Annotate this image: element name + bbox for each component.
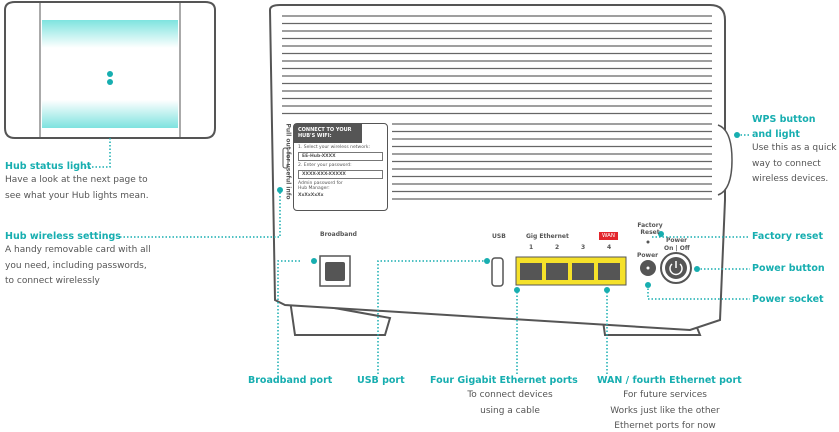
power-button-title: Power button: [752, 263, 825, 274]
port-number: 2: [555, 244, 560, 251]
status-light-title: Hub status light: [5, 161, 92, 172]
usb-label: USB: [492, 233, 506, 240]
broadband-port-title: Broadband port: [248, 375, 333, 386]
power-socket-title: Power socket: [752, 294, 824, 305]
factory-reset-label: Factory Reset: [637, 222, 663, 236]
callout-dots: [277, 132, 740, 293]
wifi-settings-card[interactable]: CONNECT TO YOUR HUB'S WIFI: 1. Select yo…: [293, 123, 388, 211]
pull-out-label: Pull out for useful info: [284, 123, 292, 200]
card-step2: 2. Enter your password:: [298, 163, 352, 168]
card-admin-value: XxXxXxXx: [298, 193, 324, 198]
card-network: EE-Hub-XXXX: [298, 152, 383, 161]
factory-reset-title: Factory reset: [752, 231, 823, 242]
wan-badge: WAN: [599, 232, 619, 240]
hub-front-view: [4, 1, 216, 139]
card-step1: 1. Select your wireless network:: [298, 145, 370, 150]
power-switch-label: Power: [666, 237, 688, 244]
wireless-title: Hub wireless settings: [5, 231, 121, 242]
callout-leaders: [85, 134, 750, 375]
usb-port-title: USB port: [357, 375, 405, 386]
port-number: 1: [529, 244, 534, 251]
port-number: 4: [607, 244, 612, 251]
port-number: 3: [581, 244, 586, 251]
power-label: Power: [637, 252, 659, 259]
card-title: CONNECT TO YOUR HUB'S WIFI:: [294, 124, 362, 143]
wan-title: WAN / fourth Ethernet port: [597, 375, 742, 386]
ethernet-title: Four Gigabit Ethernet ports: [430, 375, 578, 386]
hub-back-view: [268, 4, 733, 336]
card-admin: Admin password for Hub Manager:: [298, 181, 343, 191]
on-off-label: On | Off: [664, 245, 690, 252]
broadband-label: Broadband: [320, 231, 357, 238]
gig-ethernet-label: Gig Ethernet: [526, 233, 569, 240]
card-password: XXXX-XXX-XXXXX: [298, 170, 383, 179]
